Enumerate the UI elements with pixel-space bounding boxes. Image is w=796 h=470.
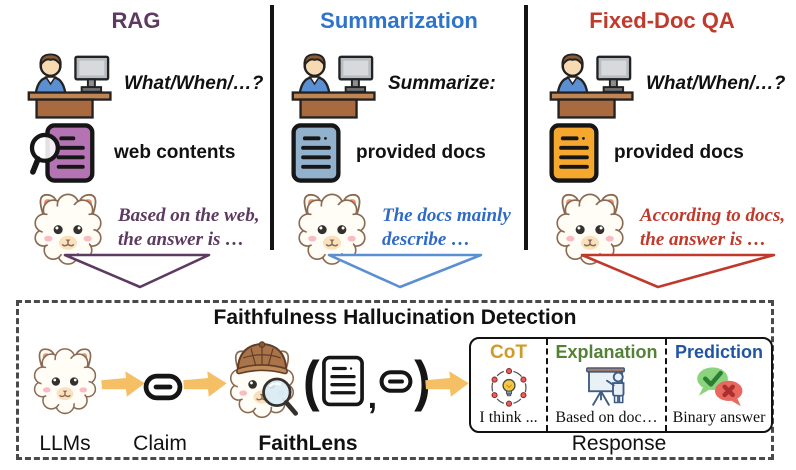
check-cross-bubbles-icon: [691, 365, 747, 407]
rag-response-line2: the answer is …: [118, 229, 245, 250]
rag-funnel-triangle: [63, 253, 211, 289]
cot-cell: CoT I think ...: [471, 339, 546, 431]
explanation-text: Based on doc…: [555, 409, 658, 426]
presentation-board-icon: [581, 365, 633, 407]
faithlens-label: FaithLens: [258, 432, 358, 455]
document-icon: [321, 350, 365, 412]
arrow-icon: [425, 371, 469, 397]
fixed-doc-qa-source-label: provided docs: [614, 142, 744, 163]
rag-llama-row: Based on the web, the answer is …: [6, 186, 266, 270]
response-box: CoT I think ... Explanation Based on doc…: [469, 337, 773, 433]
faithfulness-detection-box: Faithfulness Hallucination Detection ( ,…: [16, 300, 774, 460]
summarization-source-row: provided docs: [278, 122, 520, 184]
response-label: Response: [571, 432, 667, 455]
close-paren: ): [414, 349, 431, 413]
llms-llama-icon: [33, 347, 97, 415]
rag-response-line1: Based on the web,: [118, 205, 260, 227]
open-paren: (: [303, 349, 320, 413]
llms-label: LLMs: [39, 432, 91, 455]
fixed-doc-qa-response-line1: According to docs,: [640, 205, 786, 227]
person-at-desk-icon: [26, 49, 114, 119]
person-at-desk-icon: [290, 49, 378, 119]
comma-separator: ,: [367, 378, 378, 416]
rag-source-row: web contents: [6, 122, 266, 184]
document-icon: [548, 122, 600, 184]
claim-label: Claim: [133, 432, 187, 455]
summarization-response-line1: The docs mainly: [382, 205, 511, 227]
prediction-label: Prediction: [674, 342, 763, 362]
fixed-doc-qa-response-line2: the answer is …: [640, 229, 767, 250]
prediction-text: Binary answer: [672, 409, 766, 426]
rag-source-label: web contents: [114, 142, 236, 163]
explanation-label: Explanation: [555, 342, 658, 362]
fixed-doc-qa-source-row: provided docs: [534, 122, 790, 184]
summarization-title: Summarization: [320, 8, 478, 33]
doc-with-magnifier-icon: [26, 122, 100, 184]
summarization-llama-row: The docs mainly describe …: [278, 186, 520, 270]
column-divider-left: [270, 5, 274, 250]
person-at-desk-icon: [548, 49, 636, 119]
fixed-doc-qa-response-text: According to docs, the answer is …: [640, 204, 785, 252]
rag-response-text: Based on the web, the answer is …: [118, 204, 259, 252]
summarization-instruction: Summarize:: [388, 73, 496, 94]
summarization-response-text: The docs mainly describe …: [382, 204, 511, 252]
rag-column: RAG What/When/…? web contents Based on t…: [6, 6, 266, 40]
summarization-response-line2: describe …: [382, 229, 471, 250]
fixed-doc-qa-funnel-triangle: [580, 253, 776, 289]
claim-pill-icon: [379, 369, 413, 394]
claim-pill-icon: [143, 373, 183, 401]
detective-llama-magnifier-icon: [219, 335, 305, 423]
fixed-doc-qa-title: Fixed-Doc QA: [589, 8, 735, 33]
prediction-cell: Prediction Binary answer: [665, 339, 771, 431]
summarization-user-row: Summarize:: [278, 48, 520, 120]
brainstorm-bulb-icon: [489, 367, 529, 407]
column-divider-right: [524, 5, 528, 250]
summarization-column: Summarization Summarize: provided docs T…: [278, 6, 520, 40]
cot-text: I think ...: [479, 409, 538, 426]
summarization-source-label: provided docs: [356, 142, 486, 163]
fixed-doc-qa-column: Fixed-Doc QA What/When/…? provided docs …: [534, 6, 790, 40]
arrow-icon: [101, 371, 145, 397]
fixed-doc-qa-llama-row: According to docs, the answer is …: [534, 186, 790, 270]
faithlens-arguments: ( , ): [303, 341, 431, 421]
detection-box-title: Faithfulness Hallucination Detection: [213, 306, 577, 329]
explanation-cell: Explanation Based on doc…: [546, 339, 665, 431]
fixed-doc-qa-user-row: What/When/…?: [534, 48, 790, 120]
rag-question: What/When/…?: [124, 73, 264, 94]
cot-label: CoT: [490, 342, 527, 363]
rag-user-row: What/When/…?: [6, 48, 266, 120]
document-icon: [290, 122, 342, 184]
summarization-funnel-triangle: [327, 253, 483, 289]
rag-title: RAG: [111, 8, 161, 33]
fixed-doc-qa-question: What/When/…?: [646, 73, 786, 94]
